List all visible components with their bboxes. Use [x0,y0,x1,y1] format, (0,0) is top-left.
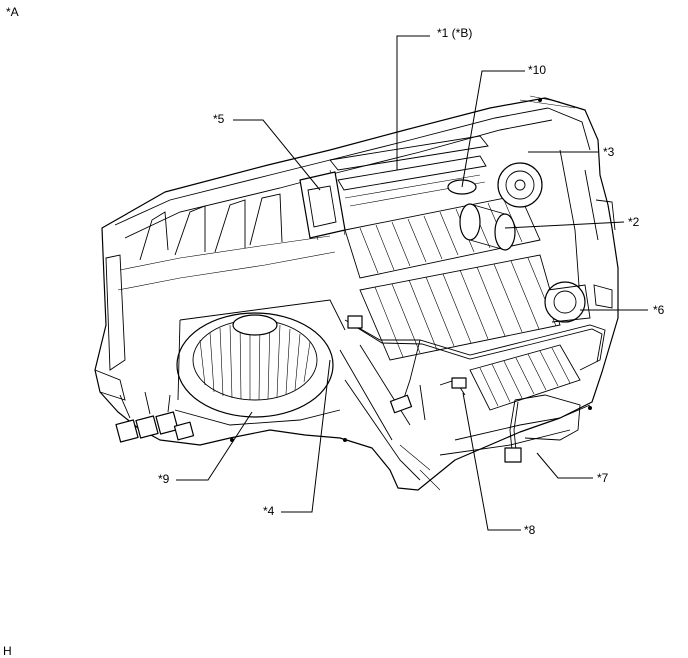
leader-1 [396,35,430,170]
callout-7: *7 [597,471,609,485]
callout-10: *10 [528,63,547,77]
leader-5 [233,119,321,191]
leader-4 [281,359,331,513]
callout-9: *9 [158,472,170,486]
leader-2 [504,221,625,229]
leader-7 [536,452,593,479]
leader-lines [176,35,648,531]
view-label-h: H [3,644,12,658]
callout-8: *8 [524,523,536,537]
callout-5: *5 [213,112,225,126]
unit-housing [94,95,619,491]
leader-9 [176,411,253,481]
leader-8 [462,392,521,531]
callout-4: *4 [263,504,275,518]
leader-10 [461,70,525,188]
callout-3: *3 [603,145,615,159]
callout-2: *2 [628,215,640,229]
view-label-a: *A [6,5,19,19]
callout-1: *1 (*B) [437,26,473,40]
callout-6: *6 [653,303,665,317]
